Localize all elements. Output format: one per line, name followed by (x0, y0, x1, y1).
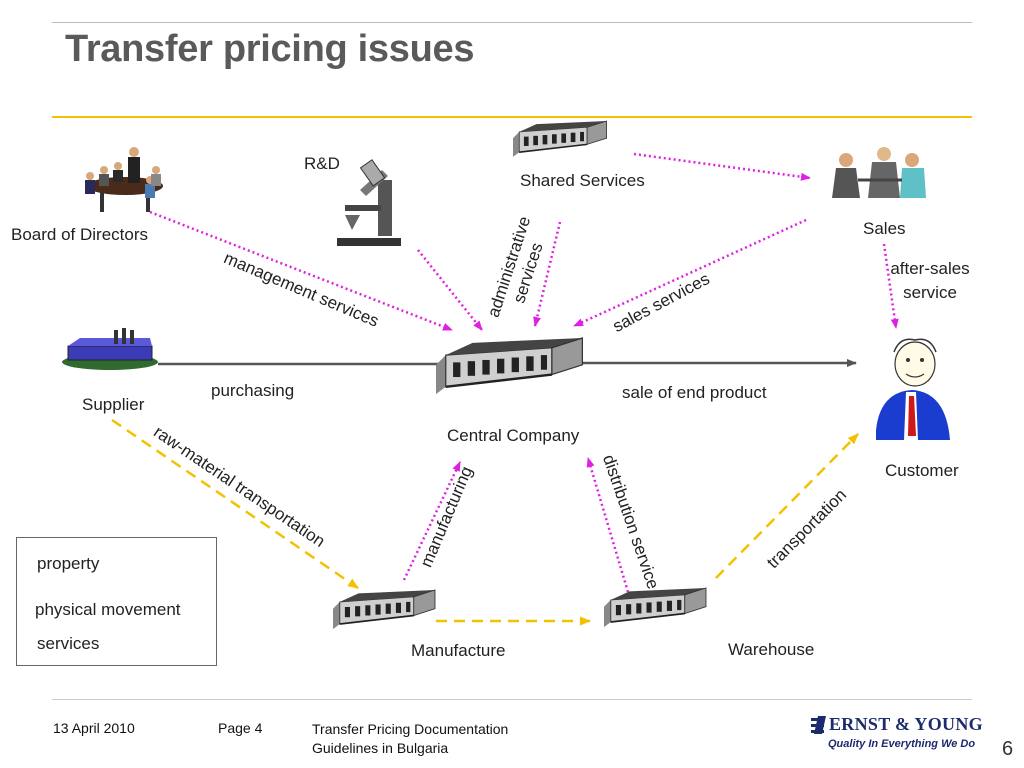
label-purchasing: purchasing (211, 381, 295, 400)
label-board-of-directors: Board of Directors (11, 225, 148, 244)
arrow-rnd (417, 249, 483, 331)
shared-services-building-icon (512, 120, 608, 158)
sales-handshake-icon (832, 147, 926, 198)
after-sales-line-2: service (903, 283, 957, 302)
central-company-building-icon (434, 336, 584, 396)
board-meeting-icon (85, 147, 163, 212)
after-sales-line-1: after-sales (890, 259, 970, 278)
arrow-sales-services (573, 218, 807, 328)
arrow-shared-to-sales (633, 152, 811, 181)
label-sale-of-end-product: sale of end product (622, 383, 767, 402)
footer-rule (52, 699, 972, 700)
arrow-distribution-service (586, 457, 630, 593)
label-central-company: Central Company (447, 426, 580, 445)
page-title: Transfer pricing issues (65, 28, 475, 70)
customer-icon (876, 338, 950, 440)
footer-date: 13 April 2010 (53, 720, 135, 736)
supplier-factory-icon (62, 328, 158, 370)
footer-doc-line-1: Transfer Pricing Documentation (312, 721, 509, 737)
microscope-icon (337, 159, 401, 246)
legend-physical-label: physical movement (35, 600, 181, 619)
warehouse-building-icon (603, 587, 707, 628)
label-manufacture: Manufacture (411, 641, 506, 660)
manufacture-building-icon (332, 589, 436, 630)
label-customer: Customer (885, 461, 959, 480)
label-after-sales-service: after-sales service (880, 257, 980, 305)
legend-property-label: property (37, 554, 100, 573)
footer-doc-line-2: Guidelines in Bulgaria (312, 740, 449, 756)
arrow-transportation (715, 433, 859, 579)
arrow-raw-material-transportation (111, 418, 359, 590)
label-warehouse: Warehouse (728, 640, 815, 659)
label-sales: Sales (863, 219, 906, 238)
label-supplier: Supplier (82, 395, 145, 414)
arrow-manufacturing (402, 461, 462, 581)
footer-logo-name: ERNST & YOUNG (829, 714, 983, 734)
footer-logo-tagline: Quality In Everything We Do (828, 738, 976, 750)
arrow-management-services (149, 210, 453, 332)
footer-page: Page 4 (218, 720, 263, 736)
ernst-young-logo-mark (811, 716, 826, 734)
label-shared-services: Shared Services (520, 171, 645, 190)
page-number: 6 (1002, 738, 1014, 760)
top-rule (52, 22, 972, 23)
legend-box (16, 537, 217, 666)
arrow-after-sales-service (882, 243, 899, 329)
label-rnd: R&D (304, 154, 340, 173)
footer-doc-title: Transfer Pricing Documentation Guideline… (312, 720, 508, 758)
title-underline (52, 116, 972, 118)
legend-services-label: services (37, 634, 100, 653)
